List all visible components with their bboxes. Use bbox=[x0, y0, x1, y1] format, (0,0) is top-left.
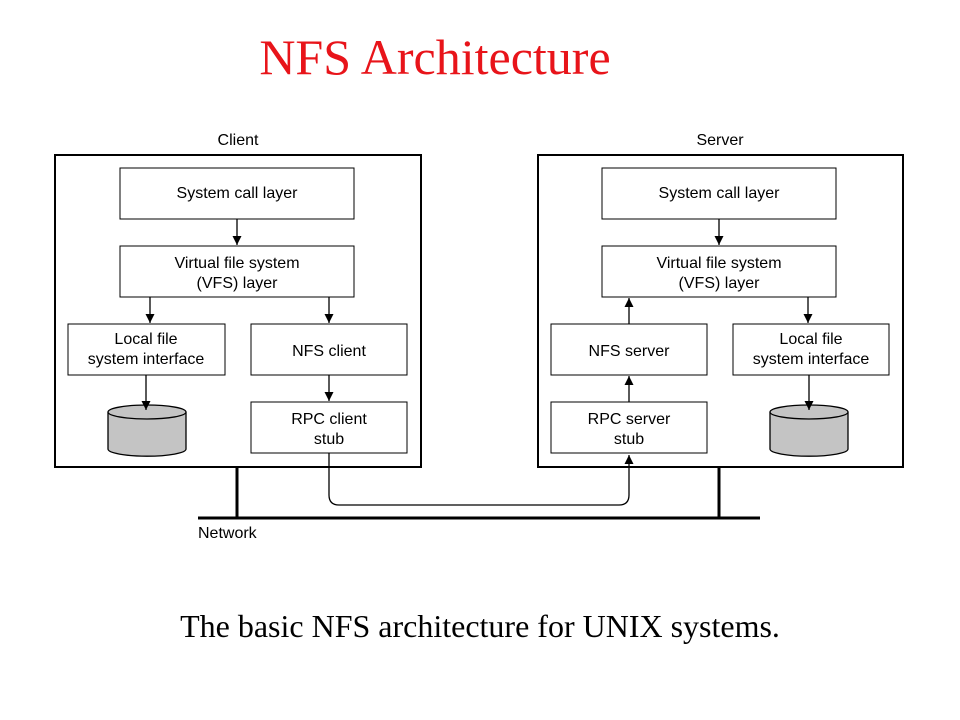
client-syscall-box bbox=[119, 167, 355, 220]
client-nfs-box bbox=[250, 323, 408, 376]
server-rpc-label-1: RPC server bbox=[588, 411, 671, 428]
client-vfs-label-1: Virtual file system bbox=[174, 255, 299, 272]
client-localfs-label-1: Local file bbox=[114, 331, 177, 348]
server-disk bbox=[769, 404, 849, 457]
server-nfs-box bbox=[550, 323, 708, 376]
server-vfs-label-1: Virtual file system bbox=[656, 255, 781, 272]
client-disk bbox=[107, 404, 187, 457]
server-syscall-label: System call layer bbox=[659, 185, 781, 202]
client-label: Client bbox=[218, 132, 259, 149]
client-rpc-box bbox=[250, 401, 408, 454]
server-nfs-label: NFS server bbox=[589, 343, 671, 360]
network-label: Network bbox=[198, 525, 258, 542]
rpc-connection-arrow bbox=[328, 453, 634, 506]
server-vfs-label-2: (VFS) layer bbox=[679, 275, 761, 292]
server-label: Server bbox=[696, 132, 744, 149]
client-vfs-label-2: (VFS) layer bbox=[197, 275, 279, 292]
client-rpc-label-1: RPC client bbox=[291, 411, 367, 428]
slide-title: NFS Architecture bbox=[259, 29, 611, 85]
server-rpc-box bbox=[550, 401, 708, 454]
server-vfs-box bbox=[601, 245, 837, 298]
client-nfs-label: NFS client bbox=[292, 343, 366, 360]
server-localfs-label-2: system interface bbox=[753, 351, 870, 368]
server-localfs-label-1: Local file bbox=[779, 331, 842, 348]
server-syscall-box bbox=[601, 167, 837, 220]
client-syscall-label: System call layer bbox=[177, 185, 299, 202]
slide-caption: The basic NFS architecture for UNIX syst… bbox=[180, 608, 780, 644]
client-rpc-label-2: stub bbox=[314, 431, 344, 448]
server-rpc-label-2: stub bbox=[614, 431, 644, 448]
client-localfs-box bbox=[67, 323, 226, 376]
client-vfs-box bbox=[119, 245, 355, 298]
client-localfs-label-2: system interface bbox=[88, 351, 205, 368]
server-localfs-box bbox=[732, 323, 890, 376]
